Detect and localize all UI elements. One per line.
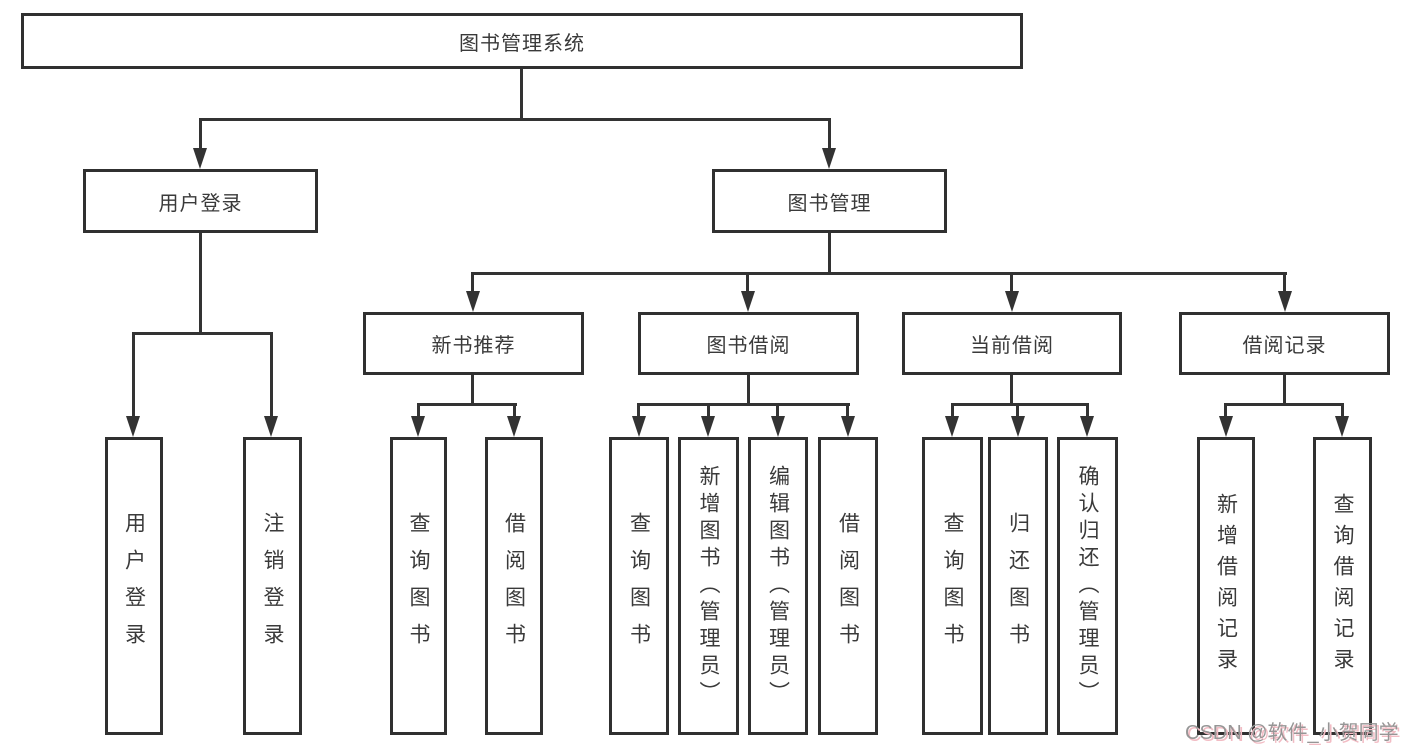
arrowhead-down-icon [632,416,646,437]
csdn-watermark: CSDN @软件_小贺同学 [1185,722,1399,744]
node-label: 确认归还（管理员） [1076,464,1099,708]
leaf-add-borrow-record: 新增借阅记录 [1197,437,1255,735]
connector-line [1224,403,1344,406]
node-book-management: 图书管理 [712,169,947,233]
connector-line [828,118,831,150]
node-label: 编辑图书（管理员） [766,464,790,708]
leaf-query-books-borrowing: 查询图书 [609,437,669,735]
connector-line [471,272,1287,275]
node-label: 用户登录 [158,192,243,215]
node-library-management-system: 图书管理系统 [21,13,1023,69]
leaf-query-books-recommend: 查询图书 [390,437,447,735]
node-label: 查询借阅记录 [1331,493,1354,679]
node-label: 图书管理 [787,192,872,215]
connector-line [513,403,516,417]
node-borrowing-records: 借阅记录 [1179,312,1390,375]
leaf-confirm-return-admin: 确认归还（管理员） [1057,437,1118,735]
connector-line [199,233,202,335]
connector-line [199,118,202,150]
node-label: 借阅图书 [836,512,860,660]
connector-line [1283,375,1286,406]
connector-line [132,332,273,335]
leaf-query-borrow-record: 查询借阅记录 [1313,437,1372,735]
connector-line [1010,272,1013,292]
arrowhead-down-icon [841,416,855,437]
node-label: 注销登录 [261,512,284,660]
arrowhead-down-icon [771,416,785,437]
arrowhead-down-icon [466,291,480,312]
arrowhead-down-icon [1335,416,1349,437]
leaf-edit-book-admin: 编辑图书（管理员） [748,437,808,735]
connector-line [132,332,135,417]
connector-line [417,403,420,417]
arrowhead-down-icon [945,416,959,437]
arrowhead-down-icon [264,416,278,437]
connector-line [828,233,831,275]
node-label: 新增图书（管理员） [697,464,720,708]
leaf-return-books: 归还图书 [988,437,1048,735]
arrowhead-down-icon [1080,416,1094,437]
arrowhead-down-icon [1011,416,1025,437]
node-label: 图书借阅 [706,335,791,357]
node-book-borrowing: 图书借阅 [638,312,859,375]
connector-line [951,403,954,417]
arrowhead-down-icon [411,416,425,437]
connector-line [707,403,710,417]
node-new-book-recommend: 新书推荐 [363,312,584,375]
node-label: 图书管理系统 [459,32,585,55]
node-label: 新增借阅记录 [1214,493,1238,679]
connector-line [1086,403,1089,417]
leaf-user-login: 用户登录 [105,437,163,735]
arrowhead-down-icon [701,416,715,437]
leaf-logout: 注销登录 [243,437,302,735]
node-label: 当前借阅 [970,335,1054,357]
node-label: 新书推荐 [431,335,516,357]
node-label: 查询图书 [627,512,651,660]
connector-line [776,403,779,417]
node-label: 借阅记录 [1242,335,1327,357]
leaf-borrow-books: 借阅图书 [818,437,878,735]
connector-line [471,272,474,292]
arrowhead-down-icon [1278,291,1292,312]
connector-line [846,403,849,417]
connector-line [270,332,273,417]
connector-line [199,118,831,121]
arrowhead-down-icon [193,148,207,169]
node-label: 借阅图书 [502,512,526,660]
node-label: 用户登录 [122,512,146,660]
connector-line [471,375,474,406]
arrowhead-down-icon [507,416,521,437]
connector-line [1016,403,1019,417]
connector-line [417,403,517,406]
leaf-query-books-current: 查询图书 [922,437,983,735]
leaf-add-book-admin: 新增图书（管理员） [678,437,739,735]
node-label: 查询图书 [407,512,430,660]
node-user-login: 用户登录 [83,169,318,233]
arrowhead-down-icon [1005,291,1019,312]
connector-line [951,403,1089,406]
connector-line [637,403,640,417]
connector-line [746,272,749,292]
arrowhead-down-icon [126,416,140,437]
connector-line [520,69,523,120]
connector-line [1224,403,1227,417]
arrowhead-down-icon [1219,416,1233,437]
connector-line [1010,375,1013,406]
arrowhead-down-icon [741,291,755,312]
node-label: 归还图书 [1006,512,1030,660]
connector-line [1283,272,1286,292]
connector-line [637,403,850,406]
node-label: 查询图书 [941,512,964,660]
node-current-borrowing: 当前借阅 [902,312,1122,375]
leaf-borrow-books-recommend: 借阅图书 [485,437,543,735]
arrowhead-down-icon [822,148,836,169]
connector-line [1341,403,1344,417]
connector-line [747,375,750,406]
